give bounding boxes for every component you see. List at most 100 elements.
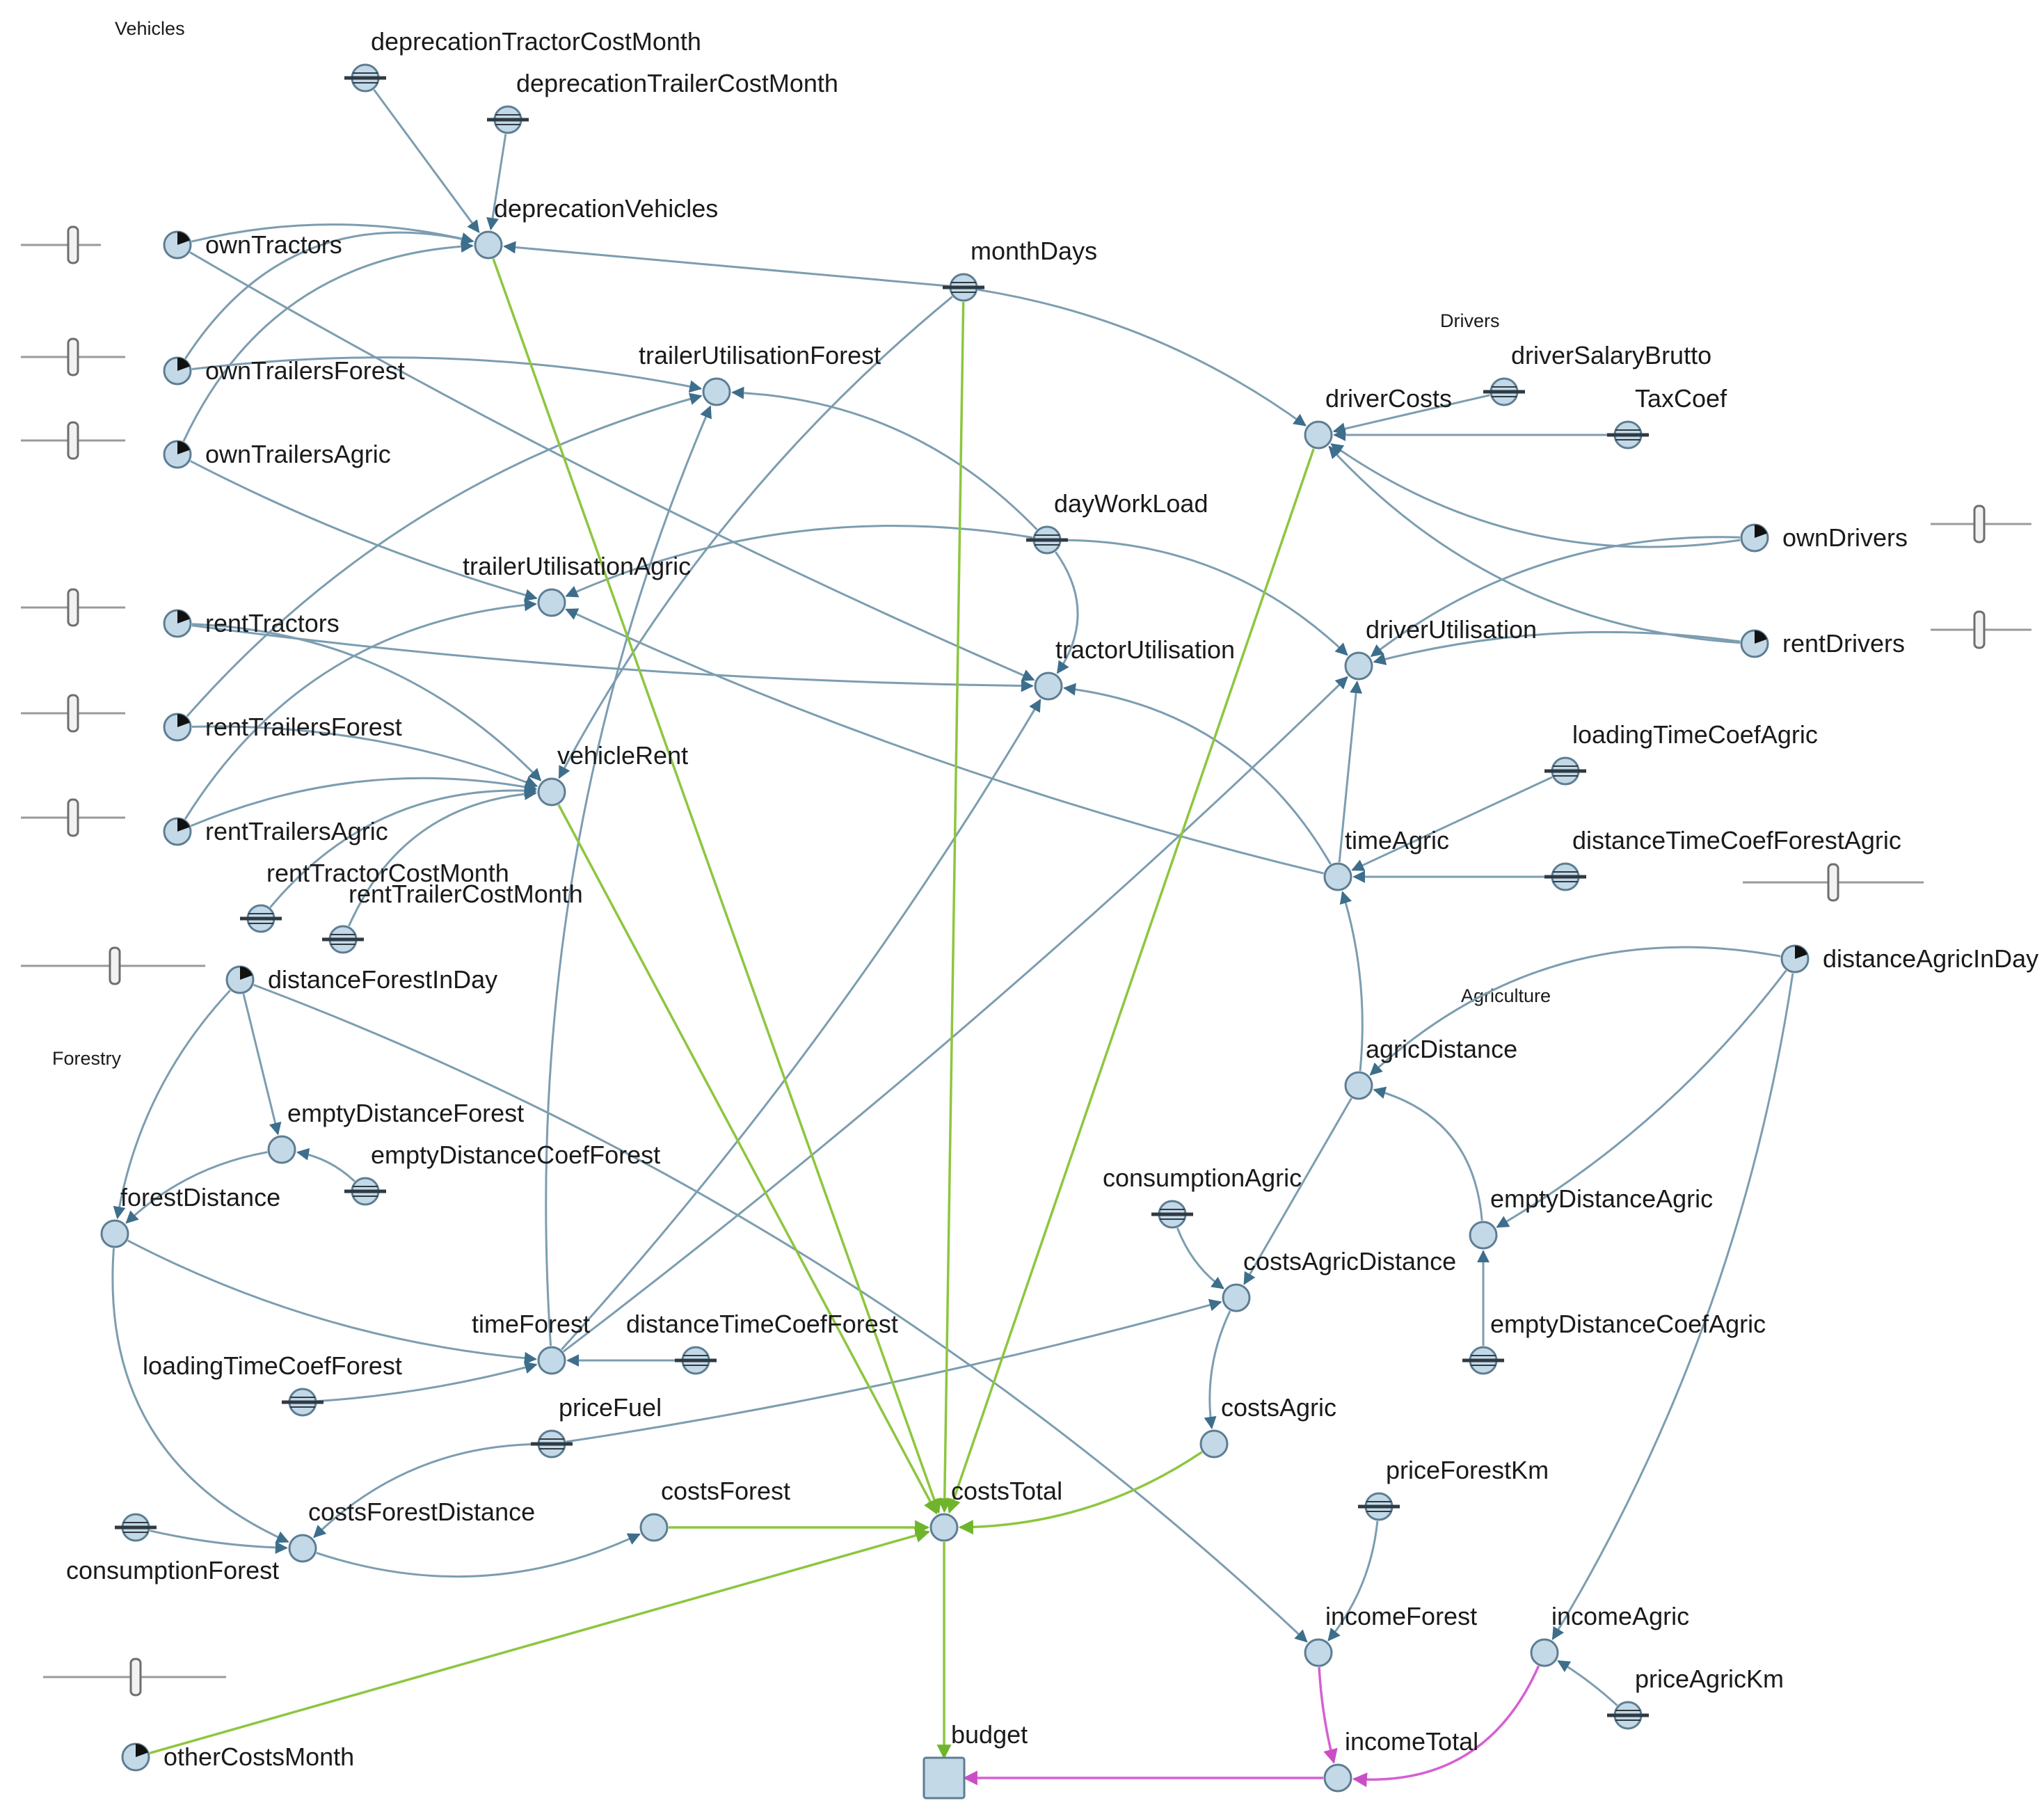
node-incomeAgric[interactable]: incomeAgric [1530, 1602, 1689, 1667]
auxiliary-variable-icon[interactable] [100, 1219, 129, 1248]
node-deprecationVehicles[interactable]: deprecationVehicles [474, 194, 718, 260]
auxiliary-variable-icon[interactable] [537, 588, 566, 617]
auxiliary-variable-icon[interactable] [537, 1346, 566, 1375]
node-distanceTimeCoefForest[interactable]: distanceTimeCoefForest [626, 1310, 898, 1375]
auxiliary-variable-icon[interactable] [1344, 1071, 1373, 1100]
node-forestDistance[interactable]: forestDistance [100, 1183, 280, 1248]
auxiliary-variable-icon[interactable] [929, 1513, 959, 1542]
node-incomeForest[interactable]: incomeForest [1304, 1602, 1477, 1667]
node-loadingTimeCoefForest[interactable]: loadingTimeCoefForest [143, 1351, 402, 1417]
node-trailerUtilisationAgric[interactable]: trailerUtilisationAgric [463, 552, 691, 617]
auxiliary-variable-icon[interactable] [288, 1534, 317, 1563]
slider-thumb[interactable] [67, 588, 79, 627]
node-distanceTimeCoefForestAgric[interactable]: distanceTimeCoefForestAgric [1544, 826, 1901, 891]
node-emptyDistanceForest[interactable]: emptyDistanceForest [267, 1099, 524, 1164]
node-rentTrailersAgric[interactable]: rentTrailersAgric [163, 817, 388, 846]
node-timeAgric[interactable]: timeAgric [1323, 826, 1449, 891]
node-priceForestKm[interactable]: priceForestKm [1358, 1456, 1549, 1521]
node-ownTrailersForest[interactable]: ownTrailersForest [163, 356, 405, 386]
node-ownDrivers[interactable]: ownDrivers [1740, 523, 1908, 553]
node-deprecationTrailerCostMonth[interactable]: deprecationTrailerCostMonth [487, 69, 838, 134]
node-vehicleRent[interactable]: vehicleRent [537, 741, 688, 807]
node-consumptionAgric[interactable]: consumptionAgric [1103, 1163, 1302, 1229]
slider-thumb[interactable] [67, 337, 79, 376]
slider-rentTractors[interactable] [21, 588, 125, 627]
auxiliary-variable-icon[interactable] [1530, 1638, 1559, 1667]
node-emptyDistanceCoefAgric[interactable]: emptyDistanceCoefAgric [1462, 1310, 1766, 1375]
node-label-distanceTimeCoefForest: distanceTimeCoefForest [626, 1310, 898, 1338]
slider-distanceTimeCoefForestAgric[interactable] [1743, 863, 1924, 902]
slider-rentTrailersForest[interactable] [21, 694, 125, 733]
node-loadingTimeCoefAgric[interactable]: loadingTimeCoefAgric [1544, 720, 1818, 786]
node-costsAgricDistance[interactable]: costsAgricDistance [1222, 1247, 1456, 1312]
auxiliary-variable-icon[interactable] [1344, 651, 1373, 681]
node-driverSalaryBrutto[interactable]: driverSalaryBrutto [1483, 341, 1711, 406]
auxiliary-variable-icon[interactable] [267, 1135, 296, 1164]
node-dayWorkLoad[interactable]: dayWorkLoad [1026, 489, 1208, 555]
auxiliary-variable-icon[interactable] [1304, 1638, 1333, 1667]
auxiliary-variable-icon[interactable] [1323, 1763, 1352, 1793]
node-budget[interactable]: budget [923, 1720, 1028, 1800]
link-distanceAgricInDay-to-agricDistance [1369, 946, 1781, 1076]
node-rentTractors[interactable]: rentTractors [163, 609, 340, 638]
auxiliary-variable-icon[interactable] [1034, 672, 1063, 701]
slider-ownTractors[interactable] [21, 225, 101, 264]
slider-ownDrivers[interactable] [1931, 505, 2031, 543]
node-driverUtilisation[interactable]: driverUtilisation [1344, 615, 1537, 681]
node-otherCostsMonth[interactable]: otherCostsMonth [121, 1742, 354, 1772]
auxiliary-variable-icon[interactable] [474, 230, 503, 260]
node-priceFuel[interactable]: priceFuel [531, 1393, 662, 1459]
node-label-priceAgricKm: priceAgricKm [1635, 1665, 1784, 1693]
auxiliary-variable-icon[interactable] [1304, 420, 1333, 450]
auxiliary-variable-icon[interactable] [1469, 1221, 1498, 1250]
node-emptyDistanceAgric[interactable]: emptyDistanceAgric [1469, 1184, 1713, 1250]
node-trailerUtilisationForest[interactable]: trailerUtilisationForest [639, 341, 881, 406]
slider-thumb[interactable] [67, 694, 79, 733]
auxiliary-variable-icon[interactable] [1222, 1283, 1251, 1312]
stock-icon[interactable] [923, 1756, 966, 1800]
node-rentTractorCostMonth[interactable]: rentTractorCostMonth [240, 859, 509, 933]
slider-distanceForestInDay[interactable] [21, 946, 205, 985]
slider-otherCostsMonth[interactable] [43, 1658, 226, 1697]
slider-thumb[interactable] [109, 946, 121, 985]
node-costsForestDistance[interactable]: costsForestDistance [288, 1498, 535, 1563]
node-deprecationTractorCostMonth[interactable]: deprecationTractorCostMonth [344, 27, 701, 93]
auxiliary-variable-icon[interactable] [537, 777, 566, 807]
node-costsTotal[interactable]: costsTotal [929, 1477, 1062, 1542]
node-distanceForestInDay[interactable]: distanceForestInDay [225, 965, 497, 994]
node-timeForest[interactable]: timeForest [472, 1310, 590, 1375]
slider-thumb[interactable] [67, 798, 79, 837]
node-consumptionForest[interactable]: consumptionForest [66, 1513, 279, 1584]
node-rentDrivers[interactable]: rentDrivers [1740, 629, 1905, 658]
node-costsForest[interactable]: costsForest [639, 1477, 790, 1542]
slider-thumb[interactable] [129, 1658, 142, 1697]
auxiliary-variable-icon[interactable] [1199, 1429, 1229, 1459]
node-label-emptyDistanceAgric: emptyDistanceAgric [1490, 1184, 1713, 1213]
slider-rentDrivers[interactable] [1931, 610, 2031, 649]
slider-thumb[interactable] [67, 421, 79, 460]
node-costsAgric[interactable]: costsAgric [1199, 1393, 1336, 1459]
node-priceAgricKm[interactable]: priceAgricKm [1607, 1665, 1784, 1730]
node-incomeTotal[interactable]: incomeTotal [1323, 1727, 1478, 1793]
node-agricDistance[interactable]: agricDistance [1344, 1035, 1517, 1100]
node-rentTrailersForest[interactable]: rentTrailersForest [163, 713, 402, 742]
node-emptyDistanceCoefForest[interactable]: emptyDistanceCoefForest [344, 1141, 660, 1206]
node-distanceAgricInDay[interactable]: distanceAgricInDay [1780, 944, 2038, 974]
slider-thumb[interactable] [1827, 863, 1839, 902]
node-ownTractors[interactable]: ownTractors [163, 230, 342, 260]
node-rentTrailerCostMonth[interactable]: rentTrailerCostMonth [322, 880, 583, 954]
node-driverCosts[interactable]: driverCosts [1304, 384, 1452, 450]
auxiliary-variable-icon[interactable] [1323, 862, 1352, 891]
slider-ownTrailersForest[interactable] [21, 337, 125, 376]
slider-thumb[interactable] [1973, 505, 1986, 543]
node-ownTrailersAgric[interactable]: ownTrailersAgric [163, 440, 391, 469]
auxiliary-variable-icon[interactable] [702, 377, 731, 406]
node-monthDays[interactable]: monthDays [943, 237, 1097, 302]
slider-thumb[interactable] [1973, 610, 1986, 649]
slider-thumb[interactable] [67, 225, 79, 264]
auxiliary-variable-icon[interactable] [639, 1513, 669, 1542]
node-tractorUtilisation[interactable]: tractorUtilisation [1034, 635, 1235, 701]
node-TaxCoef[interactable]: TaxCoef [1607, 384, 1727, 450]
slider-rentTrailersAgric[interactable] [21, 798, 125, 837]
slider-ownTrailersAgric[interactable] [21, 421, 125, 460]
